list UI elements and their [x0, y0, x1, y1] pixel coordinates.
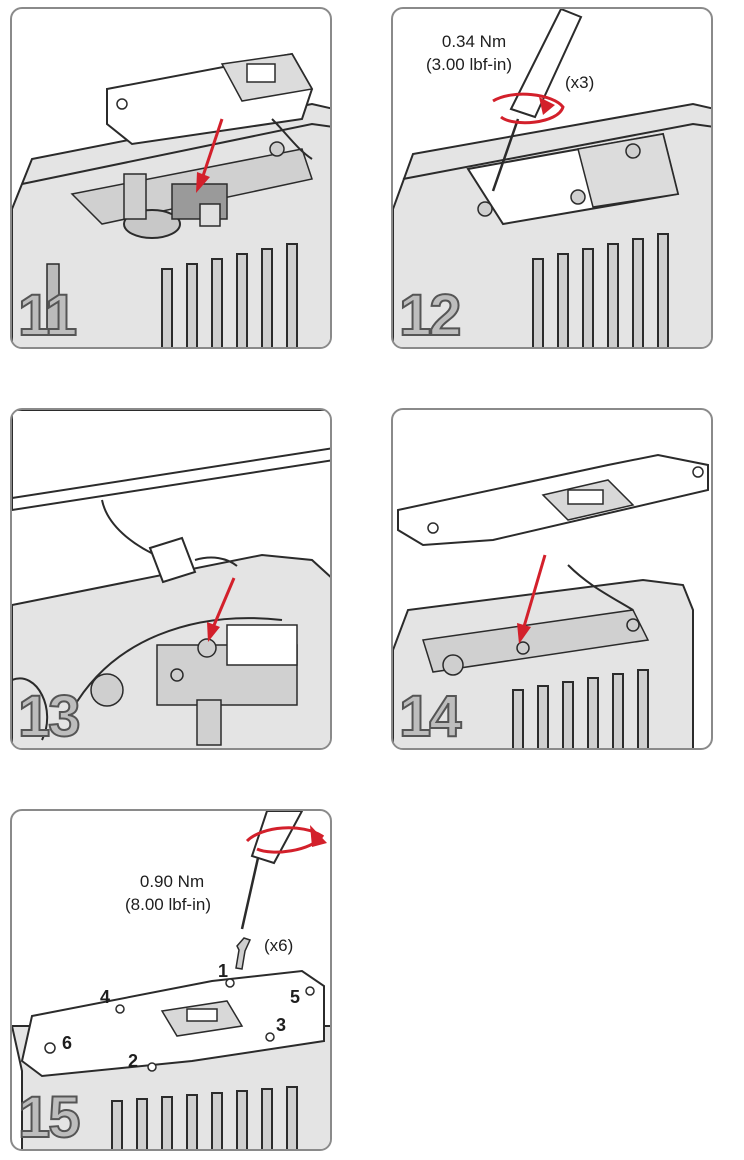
step-15-illustration — [12, 811, 330, 1149]
torque-metric: 0.90 Nm — [139, 872, 205, 891]
torque-imperial: (3.00 lbf-in) — [426, 55, 512, 74]
screwdriver-icon — [250, 811, 304, 865]
step-13-illustration — [12, 410, 330, 748]
screwdriver-icon — [509, 9, 583, 119]
torque-metric: 0.34 Nm — [441, 32, 507, 51]
step-number: 11 — [17, 283, 78, 348]
screw-order-4: 4 — [100, 987, 111, 1007]
quantity-label: (x6) — [264, 936, 294, 955]
screw-order-2: 2 — [128, 1051, 139, 1071]
torque-imperial: (8.00 lbf-in) — [125, 895, 211, 914]
screwdriver-shaft — [240, 848, 262, 930]
screw-icon — [235, 937, 252, 970]
quantity-label: (x3) — [565, 73, 595, 92]
screw-order-5: 5 — [290, 987, 301, 1007]
rotate-arrow — [492, 92, 565, 125]
step-14-illustration — [393, 453, 709, 748]
step-11-illustration — [12, 52, 330, 347]
step-11-panel: 11 — [10, 7, 332, 349]
step-13-panel: 13 — [10, 408, 332, 750]
insert-arrow — [200, 118, 224, 180]
connect-arrow — [210, 577, 236, 631]
step-15-panel: 0.90 Nm (8.00 lbf-in) (x6) 1 2 3 4 5 6 1… — [10, 809, 332, 1151]
screw-order-3: 3 — [276, 1015, 287, 1035]
step-12-panel: 0.34 Nm (3.00 lbf-in) (x3) 12 — [391, 7, 713, 349]
step-number: 14 — [398, 684, 462, 749]
step-12-illustration — [393, 9, 711, 347]
lower-arrow — [521, 554, 547, 631]
step-number: 12 — [398, 283, 462, 348]
screwdriver-shaft — [491, 118, 520, 192]
screw-order-1: 1 — [218, 961, 229, 981]
step-number: 15 — [17, 1085, 81, 1150]
step-number: 13 — [17, 684, 81, 749]
screw-order-6: 6 — [62, 1033, 73, 1053]
step-14-panel: 14 — [391, 408, 713, 750]
rotate-arrow — [245, 826, 325, 854]
